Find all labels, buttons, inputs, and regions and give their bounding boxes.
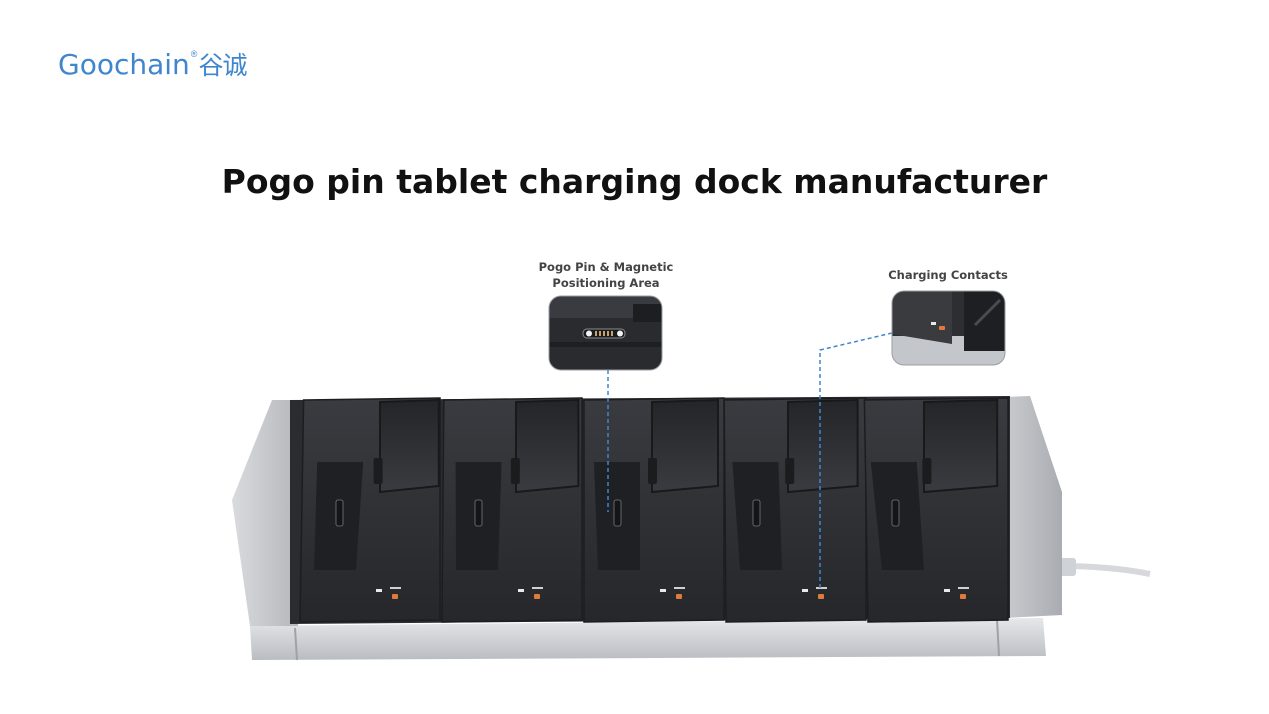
page-title: Pogo pin tablet charging dock manufactur… xyxy=(221,162,1048,201)
slot-clip xyxy=(922,458,932,484)
pogo-pin-strip xyxy=(474,499,483,527)
slot-holder xyxy=(379,398,440,494)
charging-indicator xyxy=(818,594,824,599)
brand-logo: Goochain ® 谷诚 xyxy=(58,46,247,86)
status-led xyxy=(518,589,524,592)
slot-clip xyxy=(648,458,657,484)
pogo-pin-callout xyxy=(548,295,663,512)
brand-name-en: Goochain xyxy=(58,48,190,81)
slot-clip xyxy=(510,458,520,484)
charging-indicator xyxy=(960,594,966,599)
charging-contacts-callout xyxy=(819,290,1006,590)
led-label xyxy=(816,587,827,589)
slot-holder xyxy=(787,398,859,494)
pogo-pin-strip xyxy=(613,499,622,527)
pogo-pin-callout-label: Pogo Pin & Magnetic Positioning Area xyxy=(538,260,674,290)
slot-holder xyxy=(651,398,719,494)
status-led xyxy=(944,589,950,592)
status-led xyxy=(660,589,666,592)
slot-holder xyxy=(515,398,580,494)
pogo-pin-strip xyxy=(752,499,761,527)
pogo-pin-strip xyxy=(891,499,900,527)
led-label xyxy=(958,587,969,589)
pogo-pin-strip xyxy=(335,499,344,527)
base-plate xyxy=(250,618,1046,660)
slot-clip xyxy=(785,458,795,484)
charging-indicator xyxy=(534,594,540,599)
led-label xyxy=(532,587,543,589)
brand-name-cn: 谷诚 xyxy=(198,51,247,80)
registered-mark: ® xyxy=(190,49,198,59)
status-led xyxy=(802,589,808,592)
charging-indicator xyxy=(676,594,682,599)
status-led xyxy=(376,589,382,592)
led-label xyxy=(390,587,401,589)
charging-contacts-callout-label: Charging Contacts xyxy=(888,268,1008,282)
led-label xyxy=(674,587,685,589)
slot-clip xyxy=(373,458,383,484)
charging-indicator xyxy=(392,594,398,599)
slot-holder xyxy=(923,398,999,494)
